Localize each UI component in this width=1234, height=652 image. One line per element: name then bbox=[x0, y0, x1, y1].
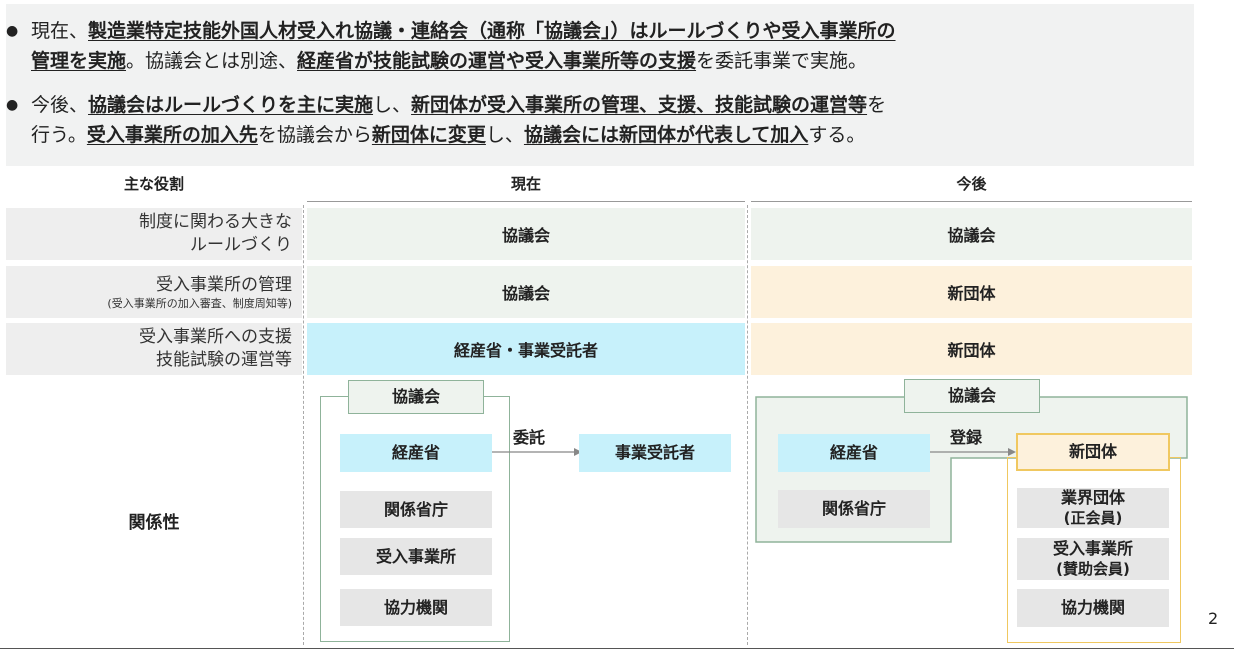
emphasis-text: 経産省が技能試験の運営や受入事業所等の支援 bbox=[297, 50, 697, 72]
role-sublabel: (受入事業所の加入審査、制度周知等) bbox=[107, 296, 292, 310]
future-rulemaking: 協議会 bbox=[751, 208, 1192, 260]
body-text: を協議会から bbox=[257, 124, 372, 146]
role-label: ルールづくり bbox=[190, 235, 292, 255]
role-rulemaking: 制度に関わる大きな ルールづくり bbox=[6, 208, 302, 260]
current-council-box: 協議会 bbox=[348, 380, 484, 414]
emphasis-text: 新団体が受入事業所の管理、支援、技能試験の運営等 bbox=[411, 94, 868, 116]
body-text: を bbox=[867, 94, 887, 116]
emphasis-text: 管理を実施 bbox=[31, 50, 127, 72]
employers-sublabel: (賛助会員) bbox=[1056, 560, 1130, 578]
future-registration-arrow bbox=[930, 448, 1016, 456]
future-meti-box: 経産省 bbox=[778, 434, 930, 472]
future-employers-box: 受入事業所 (賛助会員) bbox=[1017, 538, 1169, 580]
current-management: 協議会 bbox=[307, 266, 745, 318]
body-text: を委託事業で実施。 bbox=[696, 50, 868, 72]
bottom-rule bbox=[0, 648, 1234, 649]
role-support: 受入事業所への支援 技能試験の運営等 bbox=[6, 323, 302, 375]
future-support: 新団体 bbox=[751, 323, 1192, 375]
role-label: 技能試験の運営等 bbox=[156, 350, 292, 370]
summary-box: ● 現在、製造業特定技能外国人材受入れ協議・連絡会（通称「協議会」）はルールづく… bbox=[6, 4, 1194, 166]
current-support: 経産省・事業受託者 bbox=[307, 323, 745, 375]
body-text: 今後、 bbox=[31, 94, 89, 116]
current-arrow-label: 委託 bbox=[513, 428, 546, 447]
body-text: し、 bbox=[485, 124, 524, 146]
emphasis-text: 受入事業所の加入先 bbox=[86, 124, 258, 146]
role-label: 制度に関わる大きな bbox=[139, 212, 292, 232]
body-text: 行う。 bbox=[31, 124, 87, 146]
divider-right bbox=[747, 205, 748, 645]
future-partners-box: 協力機関 bbox=[1017, 589, 1169, 627]
bullet-dot: ● bbox=[6, 23, 19, 39]
body-text: 。協議会とは別途、 bbox=[126, 50, 298, 72]
emphasis-text: 協議会には新団体が代表して加入 bbox=[523, 124, 809, 146]
bullet-dot: ● bbox=[6, 97, 19, 113]
header-future: 今後 bbox=[956, 175, 987, 193]
future-industry-box: 業界団体 (正会員) bbox=[1017, 488, 1169, 528]
page-number: 2 bbox=[1208, 609, 1219, 628]
employers-label: 受入事業所 bbox=[1052, 539, 1133, 558]
emphasis-text: 協議会はルールづくりを主に実施 bbox=[88, 94, 374, 116]
current-employers-box: 受入事業所 bbox=[340, 538, 492, 575]
future-ministries-box: 関係省庁 bbox=[778, 490, 930, 528]
body-text: する。 bbox=[808, 124, 866, 146]
industry-sublabel: (正会員) bbox=[1063, 509, 1123, 527]
current-contractor-box: 事業受託者 bbox=[579, 434, 731, 472]
future-new-org-box: 新団体 bbox=[1016, 433, 1170, 471]
divider-left bbox=[303, 205, 304, 645]
bullet-1-line-2: 管理を実施。協議会とは別途、経産省が技能試験の運営や受入事業所等の支援を委託事業… bbox=[31, 48, 867, 74]
current-ministries-box: 関係省庁 bbox=[340, 491, 492, 528]
role-management: 受入事業所の管理 (受入事業所の加入審査、制度周知等) bbox=[6, 266, 302, 318]
future-arrow-label: 登録 bbox=[950, 428, 983, 447]
role-label: 受入事業所への支援 bbox=[139, 327, 292, 347]
role-label: 受入事業所の管理 bbox=[156, 274, 292, 295]
header-rule-future bbox=[751, 201, 1192, 202]
body-text: し、 bbox=[373, 94, 412, 116]
bullet-1-line-1: ● 現在、製造業特定技能外国人材受入れ協議・連絡会（通称「協議会」）はルールづく… bbox=[6, 18, 896, 44]
current-partners-box: 協力機関 bbox=[340, 589, 492, 626]
bullet-2-line-2: 行う。受入事業所の加入先を協議会から新団体に変更し、協議会には新団体が代表して加… bbox=[31, 122, 865, 148]
header-rule-current bbox=[307, 201, 745, 202]
body-text: 現在、 bbox=[31, 20, 89, 42]
current-meti-box: 経産省 bbox=[340, 434, 492, 472]
header-role: 主な役割 bbox=[123, 175, 184, 193]
emphasis-text: 製造業特定技能外国人材受入れ協議・連絡会（通称「協議会」）はルールづくりや受入事… bbox=[88, 20, 896, 42]
relation-label: 関係性 bbox=[128, 513, 180, 533]
bullet-2-line-1: ● 今後、協議会はルールづくりを主に実施し、新団体が受入事業所の管理、支援、技能… bbox=[6, 92, 887, 118]
future-council-box: 協議会 bbox=[904, 379, 1040, 413]
future-management: 新団体 bbox=[751, 266, 1192, 318]
industry-label: 業界団体 bbox=[1060, 488, 1125, 507]
current-delegation-arrow bbox=[492, 448, 582, 456]
header-current: 現在 bbox=[510, 175, 541, 193]
current-rulemaking: 協議会 bbox=[307, 208, 745, 260]
emphasis-text: 新団体に変更 bbox=[371, 124, 486, 146]
